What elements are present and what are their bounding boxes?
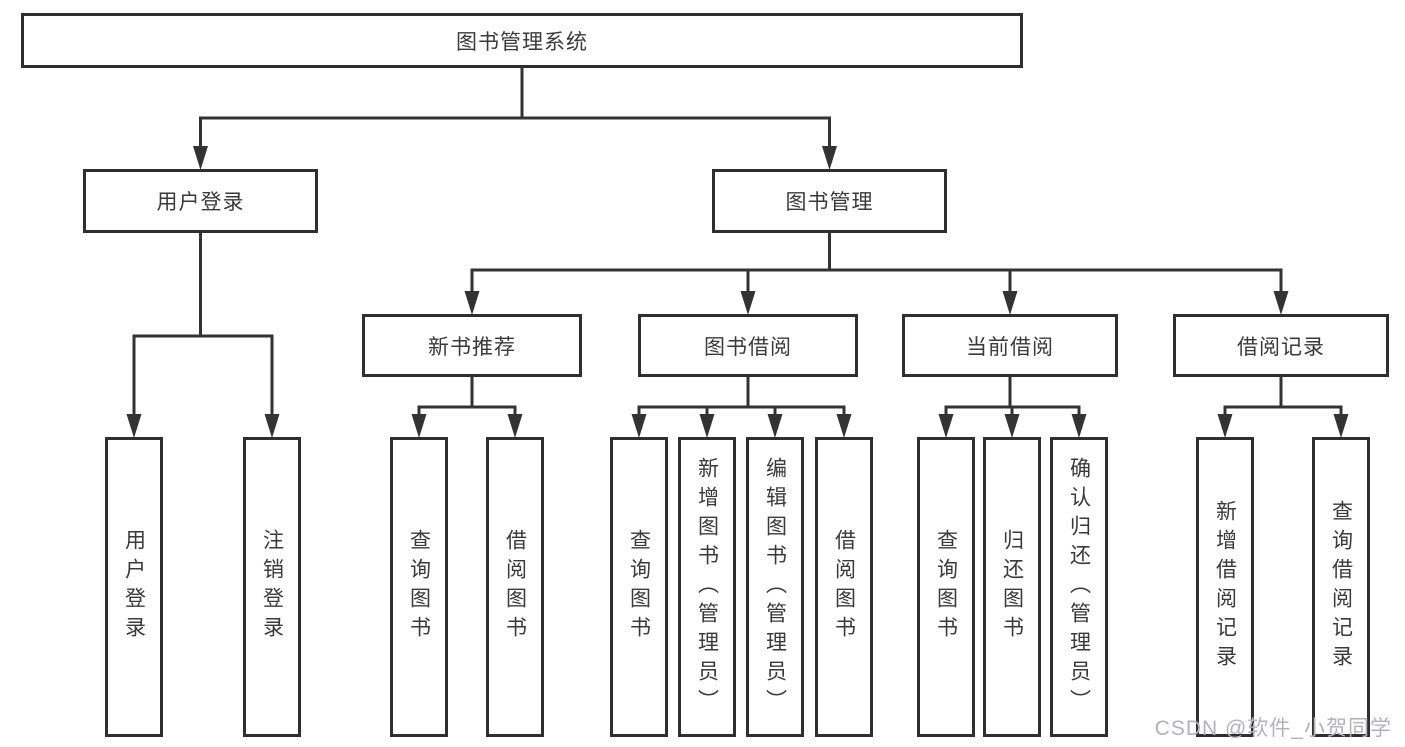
node-label: 图书管理	[785, 191, 874, 214]
node-label: 新增借阅记录	[1213, 500, 1237, 674]
node-current-borrowing: 当前借阅	[902, 314, 1118, 377]
arrowhead-icon	[507, 414, 523, 438]
arrowhead-icon	[1004, 414, 1020, 438]
node-label: 查询图书	[627, 529, 651, 645]
node-label: 查询借阅记录	[1329, 500, 1353, 674]
arrowhead-icon	[740, 291, 756, 315]
node-library-system: 图书管理系统	[21, 13, 1023, 68]
node-label: 用户登录	[122, 529, 146, 645]
watermark: CSDN @软件_小贺同学	[1154, 717, 1392, 740]
arrowhead-icon	[822, 146, 837, 170]
node-label: 图书管理系统	[456, 30, 588, 54]
node-user-login-module: 用户登录	[83, 169, 318, 233]
arrowhead-icon	[699, 414, 715, 438]
arrowhead-icon	[1002, 291, 1018, 315]
node-label: 编辑图书（管理员）	[763, 456, 787, 718]
node-leaf-edit-books-admin: 编辑图书（管理员）	[746, 437, 804, 737]
node-label: 注销登录	[260, 529, 284, 645]
node-label: 用户登录	[156, 191, 245, 214]
node-leaf-confirm-return-admin: 确认归还（管理员）	[1050, 437, 1108, 737]
node-leaf-borrow-books-a: 借阅图书	[486, 437, 544, 737]
arrowhead-icon	[1217, 414, 1233, 438]
node-label: 新增图书（管理员）	[695, 456, 719, 718]
arrowhead-icon	[464, 291, 480, 315]
node-leaf-query-books-a: 查询图书	[390, 437, 448, 737]
node-new-book-recommend: 新书推荐	[362, 314, 582, 377]
arrowhead-icon	[767, 414, 783, 438]
node-label: 新书推荐	[428, 335, 516, 359]
node-label: 借阅图书	[503, 529, 527, 645]
arrowhead-icon	[193, 146, 208, 170]
arrowhead-icon	[411, 414, 427, 438]
node-label: 查询图书	[934, 529, 958, 645]
arrowhead-icon	[1273, 291, 1289, 315]
node-leaf-user-login: 用户登录	[105, 437, 163, 737]
arrowhead-icon	[836, 414, 852, 438]
arrowhead-icon	[1071, 414, 1087, 438]
arrowhead-icon	[938, 414, 954, 438]
arrowhead-icon	[264, 414, 280, 438]
node-label: 图书借阅	[704, 335, 792, 359]
node-leaf-query-borrow-record: 查询借阅记录	[1312, 437, 1370, 737]
arrowhead-icon	[126, 414, 142, 438]
node-leaf-add-borrow-record: 新增借阅记录	[1196, 437, 1254, 737]
node-leaf-logout: 注销登录	[243, 437, 301, 737]
node-leaf-borrow-books-b: 借阅图书	[815, 437, 873, 737]
node-leaf-query-books-b: 查询图书	[610, 437, 668, 737]
node-label: 借阅图书	[832, 529, 856, 645]
node-leaf-add-books-admin: 新增图书（管理员）	[678, 437, 736, 737]
node-leaf-return-books: 归还图书	[983, 437, 1041, 737]
node-label: 确认归还（管理员）	[1067, 456, 1091, 718]
node-borrowing-records: 借阅记录	[1173, 314, 1389, 377]
node-label: 归还图书	[1000, 529, 1024, 645]
node-book-management: 图书管理	[712, 169, 947, 233]
node-book-borrowing: 图书借阅	[638, 314, 858, 377]
node-leaf-query-books-c: 查询图书	[917, 437, 975, 737]
node-label: 查询图书	[407, 529, 431, 645]
arrowhead-icon	[631, 414, 647, 438]
node-label: 借阅记录	[1237, 335, 1325, 359]
node-label: 当前借阅	[966, 335, 1054, 359]
arrowhead-icon	[1333, 414, 1349, 438]
